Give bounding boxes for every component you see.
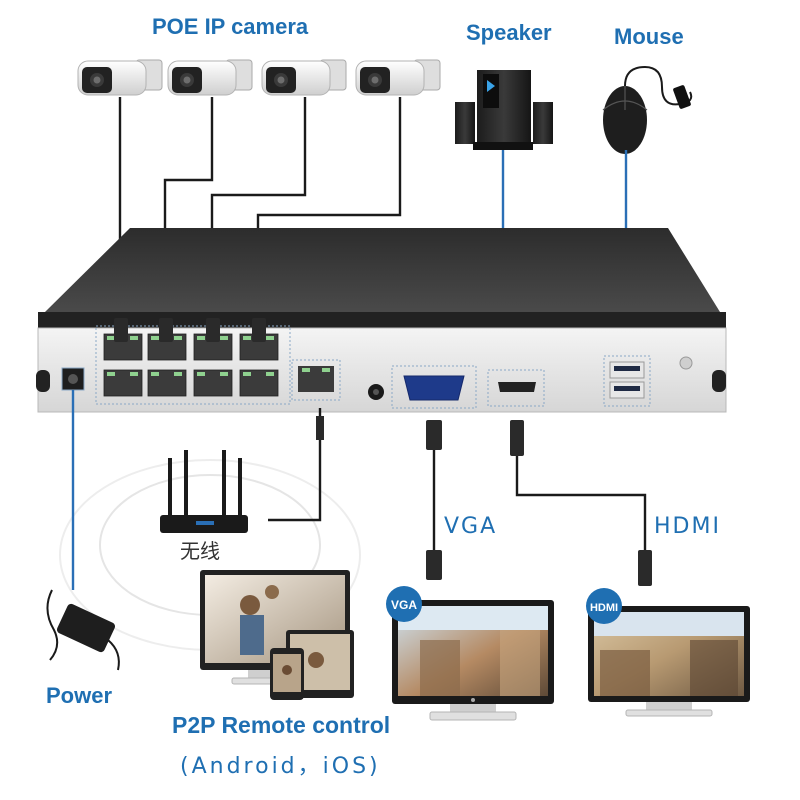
mouse-icon (602, 65, 693, 154)
camera-2 (167, 59, 253, 96)
ground-screw (679, 356, 693, 370)
audio-out-port (368, 384, 384, 400)
label-hdmi: HDMI (654, 514, 721, 539)
power-jack (61, 367, 85, 391)
label-poe-ip-camera: POE IP camera (152, 14, 309, 39)
label-power: Power (46, 683, 113, 708)
camera-4 (355, 59, 441, 96)
label-wireless: 无线 (180, 539, 220, 563)
camera-3 (261, 59, 347, 96)
lan-cable (268, 408, 322, 522)
label-mouse: Mouse (614, 24, 684, 49)
usb-ports (603, 355, 651, 407)
p2p-devices (200, 570, 354, 700)
vga-monitor (392, 600, 554, 721)
hdmi-badge: HDMI (586, 588, 622, 624)
hdmi-port (487, 369, 545, 407)
label-p2p-remote-control: P2P Remote control (172, 712, 391, 738)
hdmi-cable (510, 420, 652, 586)
poe-port-block (95, 318, 291, 405)
vga-cable (426, 420, 442, 580)
camera-1 (77, 59, 163, 96)
hdmi-badge-text: HDMI (590, 602, 618, 614)
lan-plug (316, 416, 324, 440)
hdmi-monitor (588, 606, 750, 717)
vga-port (391, 365, 477, 409)
vga-badge: VGA (386, 586, 422, 622)
lan-port (291, 359, 341, 401)
label-speaker: Speaker (466, 20, 552, 45)
router-icon (59, 450, 361, 651)
speaker-icon (455, 70, 553, 150)
vga-badge-text: VGA (391, 598, 417, 612)
label-android-ios: (Android，iOS) (180, 754, 381, 779)
label-vga: VGA (444, 514, 498, 539)
power-adapter-icon (46, 589, 120, 671)
